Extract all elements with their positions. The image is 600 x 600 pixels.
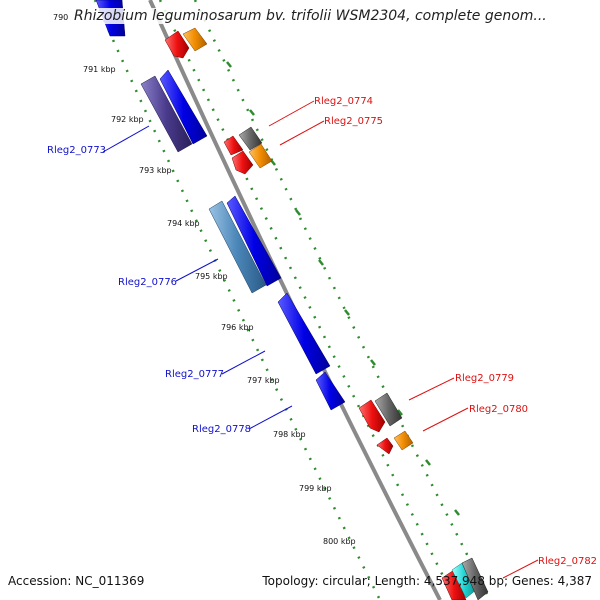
outer-left-track xyxy=(93,0,382,600)
gene-top-orange xyxy=(182,27,208,52)
gene-rleg2-0780-red xyxy=(376,437,394,455)
gene-rleg2-0775-orange xyxy=(248,143,273,169)
gene-rleg2-0774-red-b xyxy=(231,150,254,175)
tick-label: 799 kbp xyxy=(299,484,332,493)
tick-label: 791 kbp xyxy=(83,65,116,74)
outer-right-track xyxy=(193,0,492,600)
gene-rleg2-0774-gray xyxy=(238,126,263,151)
gene-label-rleg2-0780[interactable]: Rleg2_0780 xyxy=(469,404,528,415)
gene-label-rleg2-0775[interactable]: Rleg2_0775 xyxy=(324,116,383,127)
forward-genes xyxy=(95,0,346,411)
tick-label: 800 kbp xyxy=(323,537,356,546)
gene-rleg2-0779-gray xyxy=(374,392,403,427)
gene-rleg2-0776-a xyxy=(208,200,267,294)
label-leaders xyxy=(102,100,539,579)
gene-rleg2-0780-orange xyxy=(393,430,414,451)
gene-label-rleg2-0774[interactable]: Rleg2_0774 xyxy=(314,96,373,107)
gene-bottom-gray xyxy=(461,557,489,600)
tick-label: 793 kbp xyxy=(139,166,172,175)
map-title: Rhizobium leguminosarum bv. trifolii WSM… xyxy=(72,8,549,24)
gene-rleg2-0778 xyxy=(315,371,346,411)
tick-label: 797 kbp xyxy=(247,376,280,385)
inner-right-track xyxy=(158,0,457,600)
gene-label-rleg2-0782[interactable]: Rleg2_0782 xyxy=(538,556,597,567)
gene-label-rleg2-0779[interactable]: Rleg2_0779 xyxy=(455,373,514,384)
gene-rleg2-0779-red xyxy=(358,399,386,433)
tick-label: 792 kbp xyxy=(111,115,144,124)
gene-top-red xyxy=(164,30,190,59)
tick-label: 798 kbp xyxy=(273,430,306,439)
gene-rleg2-0773-b xyxy=(159,69,208,145)
tick-label: 795 kbp xyxy=(195,272,228,281)
gene-label-rleg2-0778[interactable]: Rleg2_0778 xyxy=(192,424,251,435)
tick-label: 794 kbp xyxy=(167,219,200,228)
track-guides xyxy=(93,0,492,600)
tick-labels: 790 791 kbp 792 kbp 793 kbp 794 kbp 795 … xyxy=(53,13,356,546)
gene-label-rleg2-0776[interactable]: Rleg2_0776 xyxy=(118,277,177,288)
gene-rleg2-0776-b xyxy=(226,195,282,287)
gene-label-rleg2-0773[interactable]: Rleg2_0773 xyxy=(47,145,106,156)
gene-label-rleg2-0777[interactable]: Rleg2_0777 xyxy=(165,369,224,380)
genome-backbone xyxy=(148,0,442,600)
gene-bottom-red xyxy=(441,569,467,600)
gene-rleg2-0774-red-a xyxy=(223,135,244,156)
major-tick-dashes xyxy=(226,61,460,516)
gene-rleg2-0777 xyxy=(277,292,331,375)
accession-text: Accession: NC_011369 xyxy=(8,574,145,588)
reverse-genes xyxy=(164,27,489,600)
topology-text: Topology: circular; Length: 4,537,948 bp… xyxy=(262,574,592,588)
tick-label: 790 xyxy=(53,13,68,22)
tick-label: 796 kbp xyxy=(221,323,254,332)
gene-rleg2-0773-a xyxy=(140,75,193,153)
gene-labels: Rleg2_0773 Rleg2_0776 Rleg2_0777 Rleg2_0… xyxy=(47,96,597,567)
